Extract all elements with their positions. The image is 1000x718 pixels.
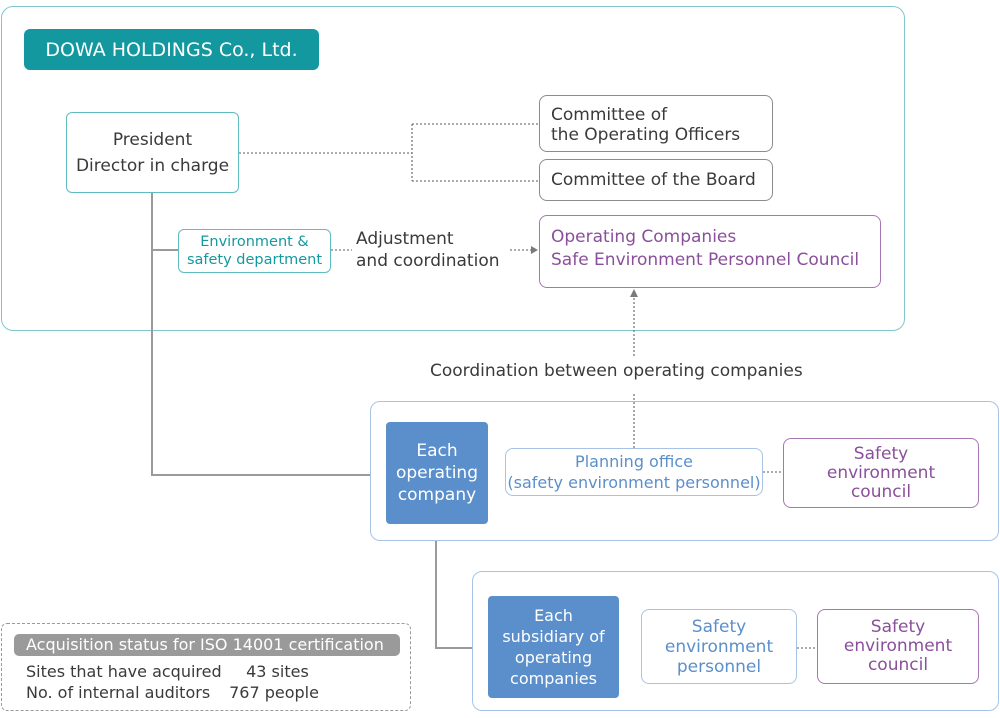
iso-row-sites-label: Sites that have acquired bbox=[26, 662, 222, 681]
adjustment-label: Adjustment and coordination bbox=[356, 229, 500, 271]
each-subsidiary-box: Each subsidiary of operating companies bbox=[488, 596, 619, 698]
iso-row-sites: Sites that have acquired 43 sites bbox=[26, 662, 309, 682]
committee-officers-box: Committee of the Operating Officers bbox=[539, 95, 773, 152]
iso-row-auditors: No. of internal auditors 767 people bbox=[26, 683, 319, 703]
iso-row-auditors-value: 767 people bbox=[229, 683, 319, 702]
committee-board-label: Committee of the Board bbox=[551, 170, 756, 190]
iso-status-header: Acquisition status for ISO 14001 certifi… bbox=[14, 634, 400, 656]
safety-personnel-label: Safety environment personnel bbox=[664, 616, 774, 677]
committee-board-box: Committee of the Board bbox=[539, 159, 773, 201]
each-operating-company-label: Each operating company bbox=[395, 441, 478, 505]
safety-council-label-1: Safety environment council bbox=[826, 443, 936, 502]
arrow-to-council bbox=[531, 246, 538, 254]
planning-office-label: Planning office (safety environment pers… bbox=[507, 452, 761, 492]
company-title: DOWA HOLDINGS Co., Ltd. bbox=[45, 38, 298, 61]
each-operating-company-box: Each operating company bbox=[386, 422, 488, 524]
iso-row-auditors-label: No. of internal auditors bbox=[26, 683, 211, 702]
planning-office-box: Planning office (safety environment pers… bbox=[505, 448, 763, 496]
arrow-up-to-council bbox=[630, 289, 638, 297]
president-box: President Director in charge bbox=[66, 112, 239, 193]
safety-council-box-1: Safety environment council bbox=[783, 438, 979, 508]
operating-council-label: Operating Companies Safe Environment Per… bbox=[551, 227, 860, 270]
iso-status-box: Acquisition status for ISO 14001 certifi… bbox=[1, 623, 411, 711]
president-label: President Director in charge bbox=[75, 129, 230, 176]
coordination-label: Coordination between operating companies bbox=[430, 361, 803, 381]
company-title-badge: DOWA HOLDINGS Co., Ltd. bbox=[24, 29, 319, 70]
iso-row-sites-value: 43 sites bbox=[246, 662, 309, 681]
each-subsidiary-label: Each subsidiary of operating companies bbox=[502, 606, 605, 688]
operating-council-box: Operating Companies Safe Environment Per… bbox=[539, 215, 881, 288]
safety-personnel-box: Safety environment personnel bbox=[641, 609, 797, 684]
committee-officers-label: Committee of the Operating Officers bbox=[551, 105, 741, 145]
env-safety-dept-box: Environment & safety department bbox=[178, 229, 331, 273]
safety-council-label-2: Safety environment council bbox=[843, 617, 953, 675]
env-safety-dept-label: Environment & safety department bbox=[186, 234, 323, 268]
safety-council-box-2: Safety environment council bbox=[817, 609, 979, 684]
